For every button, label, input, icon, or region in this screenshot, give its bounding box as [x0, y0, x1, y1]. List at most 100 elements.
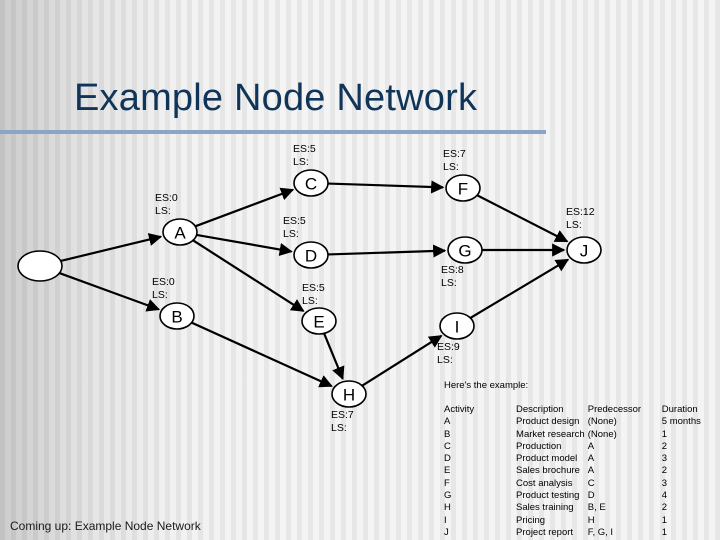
node-C[interactable] [293, 169, 329, 197]
table-row: F Cost analysis C 3 [444, 478, 720, 490]
table-header-activity: Activity [444, 404, 475, 415]
node-es-J: ES:12 [566, 206, 595, 218]
node-label-E: E [313, 312, 325, 332]
node-label-A: A [174, 223, 186, 243]
table-cell-act: E [444, 465, 451, 477]
node-es-B: ES:0 [152, 276, 175, 288]
table-header-row: Activity Description Predecessor Duration [444, 404, 720, 416]
table-cell-desc: Product design [516, 416, 580, 428]
edge-H-to-I [361, 334, 443, 387]
table-cell-desc: Pricing [516, 514, 546, 526]
node-ls-G: LS: [441, 276, 457, 289]
table-cell-desc: Market research [516, 428, 585, 440]
node-D[interactable] [293, 241, 329, 269]
table-cell-desc: Product model [516, 453, 578, 465]
table-cell-act: A [444, 416, 451, 428]
table-row: H Sales training B, E 2 [444, 502, 720, 514]
edge-I-to-J [469, 258, 570, 319]
table-cell-dur: 2 [661, 502, 668, 514]
table-cell-desc: Project report [516, 526, 574, 538]
table-cell-desc: Product testing [516, 490, 580, 502]
table-row: G Product testing D 4 [444, 490, 720, 502]
node-es-G: ES:8 [441, 264, 464, 276]
title-divider [0, 130, 546, 134]
table-cell-desc: Sales brochure [516, 465, 580, 477]
node-ls-J: LS: [566, 218, 582, 231]
table-cell-pred: H [587, 514, 595, 526]
table-cell-dur: 5 months [661, 416, 701, 428]
table-cell-dur: 4 [661, 490, 668, 502]
edge-E-to-H [323, 332, 345, 381]
node-label-H: H [342, 385, 356, 405]
table-cell-pred: A [587, 453, 595, 465]
node-es-C: ES:5 [293, 143, 316, 155]
edge-A-to-E [192, 239, 305, 312]
page-title: Example Node Network [74, 77, 478, 119]
table-cell-dur: 2 [661, 465, 668, 477]
node-H[interactable] [331, 380, 367, 408]
table-cell-pred: C [587, 477, 595, 489]
table-cell-dur: 1 [661, 526, 668, 538]
node-ls-F: LS: [443, 160, 459, 173]
edge-D-to-G [327, 244, 447, 258]
node-ls-C: LS: [293, 155, 309, 168]
node-label-J: J [579, 241, 589, 261]
table-cell-pred: F, G, I [587, 526, 614, 538]
table-row: E Sales brochure A 2 [444, 465, 720, 477]
table-cell-act: H [444, 502, 451, 514]
node-ls-E: LS: [302, 294, 318, 307]
table-cell-pred: (None) [587, 416, 617, 428]
edge-start-to-A [60, 233, 163, 263]
edge-A-to-D [196, 233, 293, 257]
table-cell-act: C [444, 440, 451, 452]
table-cell-desc: Cost analysis [516, 477, 573, 489]
table-cell-pred: (None) [587, 428, 617, 440]
table-cell-dur: 3 [661, 477, 668, 489]
table-cell-dur: 1 [661, 514, 668, 526]
node-G[interactable] [447, 236, 483, 264]
table-cell-pred: A [587, 465, 595, 477]
node-start[interactable] [17, 250, 63, 282]
node-ls-I: LS: [437, 353, 453, 366]
table-cell-dur: 3 [661, 453, 668, 465]
node-I[interactable] [439, 312, 475, 340]
node-ls-A: LS: [155, 204, 171, 217]
node-A[interactable] [162, 218, 198, 246]
table-header-predecessor: Predecessor [587, 404, 642, 415]
node-F[interactable] [445, 174, 481, 202]
edge-B-to-H [191, 321, 333, 388]
table-cell-act: G [444, 490, 452, 502]
table-cell-act: B [444, 428, 451, 440]
table-cell-pred: B, E [587, 502, 606, 514]
table-header-description: Description [516, 404, 564, 415]
table-cell-act: I [444, 514, 447, 526]
node-E[interactable] [301, 307, 337, 335]
node-J[interactable] [566, 236, 602, 264]
node-B[interactable] [159, 302, 195, 330]
table-cell-dur: 1 [661, 428, 668, 440]
table-cell-pred: D [587, 490, 595, 502]
table-cell-act: F [444, 477, 450, 489]
table-cell-desc: Sales training [516, 502, 574, 514]
node-label-B: B [171, 307, 183, 327]
table-cell-act: D [444, 453, 451, 465]
table-intro-text: Here's the example: [444, 380, 529, 391]
footer-note: Coming up: Example Node Network [10, 519, 201, 533]
node-label-G: G [458, 241, 472, 261]
table-header-duration: Duration [661, 404, 698, 415]
activity-table-head: Activity Description Predecessor Duration [444, 404, 720, 416]
edge-F-to-J [476, 194, 569, 243]
edge-start-to-B [59, 272, 161, 312]
table-cell-dur: 2 [661, 440, 668, 452]
node-ls-H: LS: [331, 421, 347, 434]
